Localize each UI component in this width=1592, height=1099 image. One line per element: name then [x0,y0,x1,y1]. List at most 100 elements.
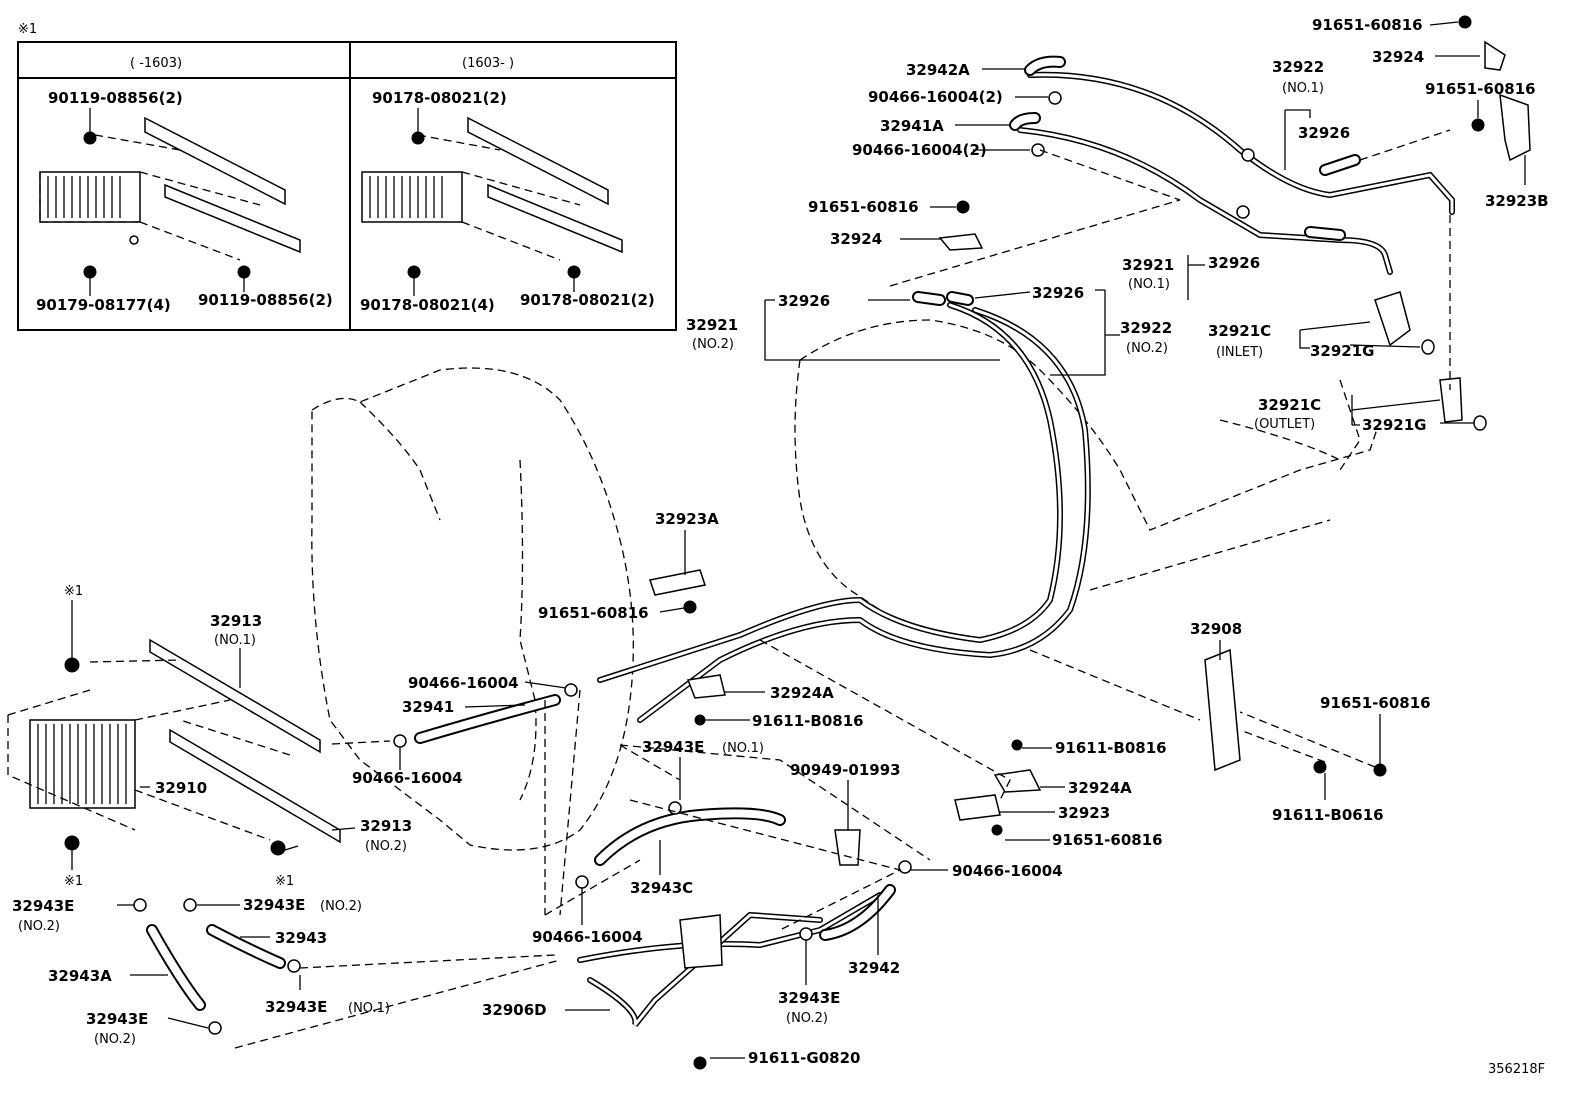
label-32922: 32922 [1120,319,1172,337]
label-90466-16004: 90466-16004 [352,769,463,787]
label-91651-60816: 91651-60816 [1425,80,1536,98]
label-32943e: 32943E [642,738,704,756]
oil-cooler-assembly [7,638,341,856]
label-32913-sub: (NO.1) [214,633,256,648]
label-32926: 32926 [1298,124,1350,142]
bracket-32923b [1499,93,1531,162]
inset-left-top-bolt-label: 90119-08856(2) [48,89,183,107]
label-90466-16004: 90466-16004 [952,862,1063,880]
inset-right-cooler-icon [361,116,623,279]
label-32921-sub: (NO.1) [1128,277,1170,292]
label-32910: 32910 [155,779,207,797]
label-32924: 32924 [830,230,882,248]
bolt-icon [64,657,80,673]
label-32926: 32926 [1208,254,1260,272]
label-32923b: 32923B [1485,192,1549,210]
label-32908: 32908 [1190,620,1242,638]
label-91611-b0816: 91611-B0816 [1055,739,1167,757]
bolt-icon [270,840,286,856]
cooler-pipes [577,71,1455,1027]
label-32913: 32913 [210,612,262,630]
label-32943e-sub: (NO.1) [722,741,764,756]
label-32926: 32926 [1032,284,1084,302]
label-91611-b0816: 91611-B0816 [752,712,864,730]
bracket-32923 [954,794,1001,821]
label-32921c: 32921C [1258,396,1321,414]
label-32906d: 32906D [482,1001,547,1019]
inset-right-header: (1603- ) [462,56,514,71]
label-91611-b0616: 91611-B0616 [1272,806,1384,824]
bracket-32923a [649,569,706,596]
label-32943a: 32943A [48,967,112,985]
label-32943e: 32943E [243,896,305,914]
label-32943e-sub: (NO.2) [320,899,362,914]
label-32941: 32941 [402,698,454,716]
inset-panel: ※1 ( -1603) (1603- ) 90119-08856(2) 9017… [17,22,677,331]
transmission-outline [794,199,1381,611]
label-32943e-sub: (NO.1) [348,1001,390,1016]
bracket-32906d [679,914,723,969]
inset-right-top-bolt-label: 90178-08021(2) [372,89,507,107]
inset-left-header: ( -1603) [130,56,182,71]
leader-lines [71,21,1526,1059]
label-91651-60816: 91651-60816 [538,604,649,622]
label-32942a: 32942A [906,61,970,79]
label-90466-16004: 90466-16004(2) [868,88,1003,106]
label-90466-16004: 90466-16004(2) [852,141,987,159]
label-32921c-sub: (OUTLET) [1254,417,1315,432]
union-outlet [1439,377,1463,423]
label-32943c: 32943C [630,879,693,897]
label-32921: 32921 [686,316,738,334]
inset-right-bottom-left-label: 90178-08021(4) [360,296,495,314]
label-32923: 32923 [1058,804,1110,822]
bolt-icon [64,835,80,851]
label-32943e: 32943E [86,1010,148,1028]
illustration-id: 356218F [1488,1062,1545,1077]
label-90949-01993: 90949-01993 [790,761,901,779]
part-labels: 91651-60816 32924 32942A 90466-16004(2) … [12,16,1549,1077]
label-32921: 32921 [1122,256,1174,274]
label-32922: 32922 [1272,58,1324,76]
inset-left-cooler-icon [39,116,301,279]
label-91611-g0820: 91611-G0820 [748,1049,860,1067]
leader-dashes [234,129,1451,1049]
label-32921g: 32921G [1362,416,1427,434]
inset-left-bottom-right-label: 90119-08856(2) [198,291,333,309]
inset-left-bottom-left-label: 90179-08177(4) [36,296,171,314]
note-mark: ※1 [64,874,83,889]
hoses [146,55,1361,1011]
label-32913-sub: (NO.2) [365,839,407,854]
label-32922-sub: (NO.1) [1282,81,1324,96]
label-32943e-sub: (NO.2) [18,919,60,934]
label-32913: 32913 [360,817,412,835]
label-32924a: 32924A [770,684,834,702]
note-mark: ※1 [64,584,83,599]
label-32943e: 32943E [265,998,327,1016]
label-32923a: 32923A [655,510,719,528]
inset-note-mark: ※1 [18,22,37,37]
label-32943e: 32943E [12,897,74,915]
label-90466-16004: 90466-16004 [532,928,643,946]
inset-right-bottom-right-label: 90178-08021(2) [520,291,655,309]
label-32943: 32943 [275,929,327,947]
label-32941a: 32941A [880,117,944,135]
label-91651-60816: 91651-60816 [808,198,919,216]
label-90466-16004: 90466-16004 [408,674,519,692]
label-32943e-sub: (NO.2) [786,1011,828,1026]
label-32921c: 32921C [1208,322,1271,340]
label-32924: 32924 [1372,48,1424,66]
note-mark: ※1 [275,874,294,889]
label-32942: 32942 [848,959,900,977]
bracket-32908 [1204,648,1241,772]
union-inlet [1374,291,1411,347]
label-32922-sub: (NO.2) [1126,341,1168,356]
bracket-32913-no1 [149,638,321,754]
label-91651-60816: 91651-60816 [1320,694,1431,712]
label-32921-sub: (NO.2) [692,337,734,352]
radiator-outline [311,367,634,851]
label-32943e-sub: (NO.2) [94,1032,136,1047]
label-32921c-sub: (INLET) [1216,345,1263,360]
label-32924a: 32924A [1068,779,1132,797]
label-32921g: 32921G [1310,342,1375,360]
